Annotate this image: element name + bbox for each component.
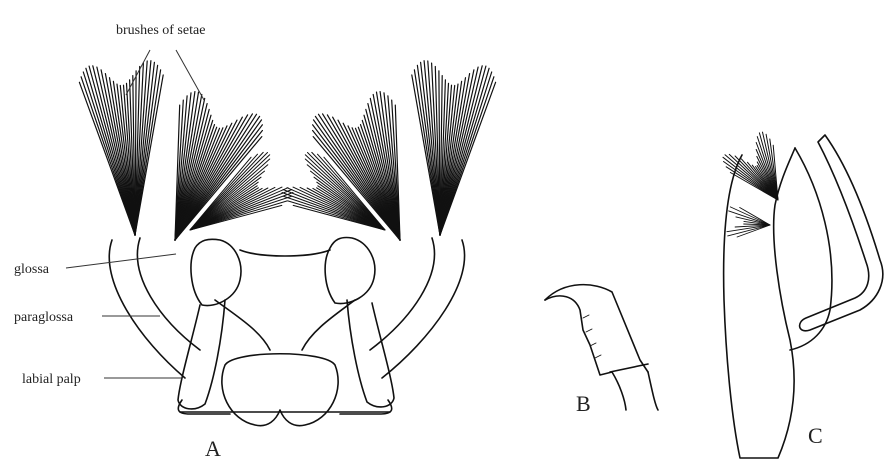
labial-palp-right [347,300,394,407]
label-glossa: glossa [14,262,50,277]
panel-label-b: B [576,391,591,416]
claw-illustration [545,285,658,410]
leader-glossa [66,254,176,268]
label-labial-palp: labial palp [22,372,81,387]
glossa-right [325,237,375,303]
labium-body [109,238,464,414]
setae-brush-right [282,61,496,240]
seta [736,217,770,225]
seta [79,82,135,235]
mentum [222,354,338,426]
maxilla-illustration [724,135,883,458]
label-brushes-of-setae: brushes of setae [116,23,205,38]
leader-brushes-right [176,50,204,100]
glossa-left [191,239,241,305]
label-paraglossa: paraglossa [14,310,74,325]
setae-brush-left [79,61,293,240]
panel-label-c: C [808,423,823,448]
labial-palp-left [178,300,225,409]
panel-label-a: A [205,436,221,461]
